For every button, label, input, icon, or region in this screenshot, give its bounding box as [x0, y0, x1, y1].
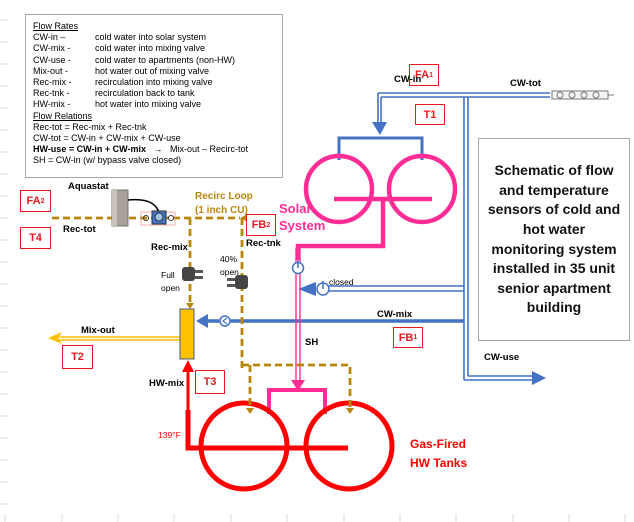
relation: Rec-tot = Rec-mix + Rec-tnk [33, 121, 147, 132]
relation-bold: HW-use = CW-in + CW-mix [33, 144, 146, 155]
description-box: Schematic of flow and temperature sensor… [478, 138, 630, 341]
label-cw-in: CW-in [394, 74, 422, 85]
label-closed: closed [329, 277, 354, 287]
relation-tail: Mix-out – Recirc-tot [170, 144, 249, 155]
sensor-subscript: 1 [429, 71, 433, 79]
legend-key: CW-use - [33, 54, 71, 65]
legend-key: Mix-out - [33, 65, 69, 76]
label-recirc-size: (1 inch CU) [195, 205, 248, 216]
label-system: System [279, 218, 326, 233]
sensor-label: FB [251, 219, 267, 231]
legend-desc: recirculation back to tank [95, 88, 195, 99]
legend-row: Rec-tnk - recirculation back to tank [33, 88, 282, 99]
label-40-pct-open: 40% [220, 254, 238, 264]
cw-in-arrowhead [372, 122, 387, 135]
label-cw-mix: CW-mix [377, 309, 413, 320]
aquastat-icon [111, 189, 161, 227]
sensor-t3: T3 [195, 370, 225, 394]
legend-key: CW-in – [33, 32, 66, 43]
label-sh: SH [305, 337, 319, 348]
bypass-arrowhead [298, 282, 316, 296]
legend-desc: recirculation into mixing valve [95, 77, 213, 88]
sensor-label: FA [415, 69, 430, 81]
sensor-subscript: 2 [266, 221, 271, 229]
legend-row: CW-in – cold water into solar system [33, 32, 282, 43]
cw-tot-meter-icon [551, 90, 614, 100]
tank-recirc-arrowhead-2 [346, 408, 354, 414]
label-40-pct-open-2: open [220, 267, 239, 277]
label-rec-tnk: Rec-tnk [246, 238, 281, 249]
mix-out-arrowhead [48, 332, 62, 344]
sh-arrowhead [291, 380, 305, 391]
legend-desc: cold water to apartments (non-HW) [95, 54, 236, 65]
legend-key: CW-mix - [33, 43, 71, 54]
label-temperature: 139°F [158, 430, 181, 440]
sensor-subscript: 1 [413, 334, 418, 341]
arrow-right-icon: → [153, 144, 163, 155]
label-hw-tanks: HW Tanks [410, 456, 468, 470]
cw-mix-check-valve-icon [219, 315, 231, 327]
relation: CW-tot = CW-in + CW-mix + CW-use [33, 133, 181, 144]
relation: SH = CW-in (w/ bypass valve closed) [33, 155, 182, 166]
label-rec-mix: Rec-mix [151, 242, 188, 253]
solar-tanks [295, 153, 458, 260]
flow-rates-heading: Flow Rates [33, 21, 79, 31]
hw-mix-arrowhead [182, 360, 194, 372]
legend-row: CW-mix - cold water into mixing valve [33, 43, 282, 54]
legend-key: Rec-mix - [33, 77, 72, 88]
mix-out-pipe [55, 336, 180, 341]
legend-desc: cold water into mixing valve [95, 43, 206, 54]
relation-hw-use: HW-use = CW-in + CW-mix → Mix-out – Reci… [33, 144, 282, 155]
legend-key: Rec-tnk - [33, 88, 70, 99]
label-cw-use: CW-use [484, 352, 520, 363]
label-solar: Solar [279, 201, 312, 216]
sensor-label: FA [26, 195, 41, 207]
sensor-t1: T1 [415, 104, 445, 125]
cw-mix-arrowhead [196, 314, 208, 328]
legend-box: Flow Rates CW-in – cold water into solar … [25, 14, 283, 178]
label-full-open-2: open [161, 283, 180, 293]
rec-mix-arrowhead [186, 303, 194, 309]
recirc-pipes [52, 216, 352, 410]
sensor-label: FB [398, 331, 414, 344]
legend-desc: cold water into solar system [95, 32, 207, 43]
recirc-pump-icon [140, 210, 176, 226]
sensor-subscript: 2 [40, 197, 45, 205]
legend-row: Mix-out - hot water out of mixing valve [33, 66, 282, 77]
solar-inlet-manifold [337, 136, 424, 160]
legend-row: Rec-mix - recirculation into mixing valve [33, 77, 282, 88]
hw-tank-inlet [267, 388, 327, 414]
label-aquastat: Aquastat [68, 181, 109, 192]
label-full-open: Full [161, 270, 175, 280]
legend-key: HW-mix - [33, 99, 71, 110]
mixing-valve [179, 308, 195, 360]
label-mix-out: Mix-out [81, 325, 115, 336]
legend-row: HW-mix - hot water into mixing valve [33, 99, 282, 110]
sensor-t4: T4 [20, 227, 51, 249]
sensor-t2: T2 [62, 345, 93, 369]
rec-mix-balancing-valve-icon [182, 267, 203, 281]
label-cw-tot: CW-tot [510, 78, 541, 89]
rec-tnk-balancing-valve-icon [227, 275, 248, 289]
label-rec-tot: Rec-tot [63, 224, 96, 235]
legend-desc: hot water into mixing valve [95, 99, 202, 110]
cw-use-arrowhead [532, 371, 546, 385]
flow-relations-heading: Flow Relations [33, 110, 93, 121]
gridlines [0, 19, 626, 522]
label-gas-fired: Gas-Fired [410, 437, 467, 451]
legend-row: CW-use - cold water to apartments (non-HW… [33, 55, 282, 66]
gas-fired-hw-tanks [185, 400, 395, 492]
tank-recirc-arrowhead-1 [246, 408, 254, 414]
legend-desc: hot water out of mixing valve [95, 65, 210, 76]
label-hw-mix: HW-mix [149, 378, 185, 389]
label-recirc-loop: Recirc Loop [195, 191, 253, 202]
